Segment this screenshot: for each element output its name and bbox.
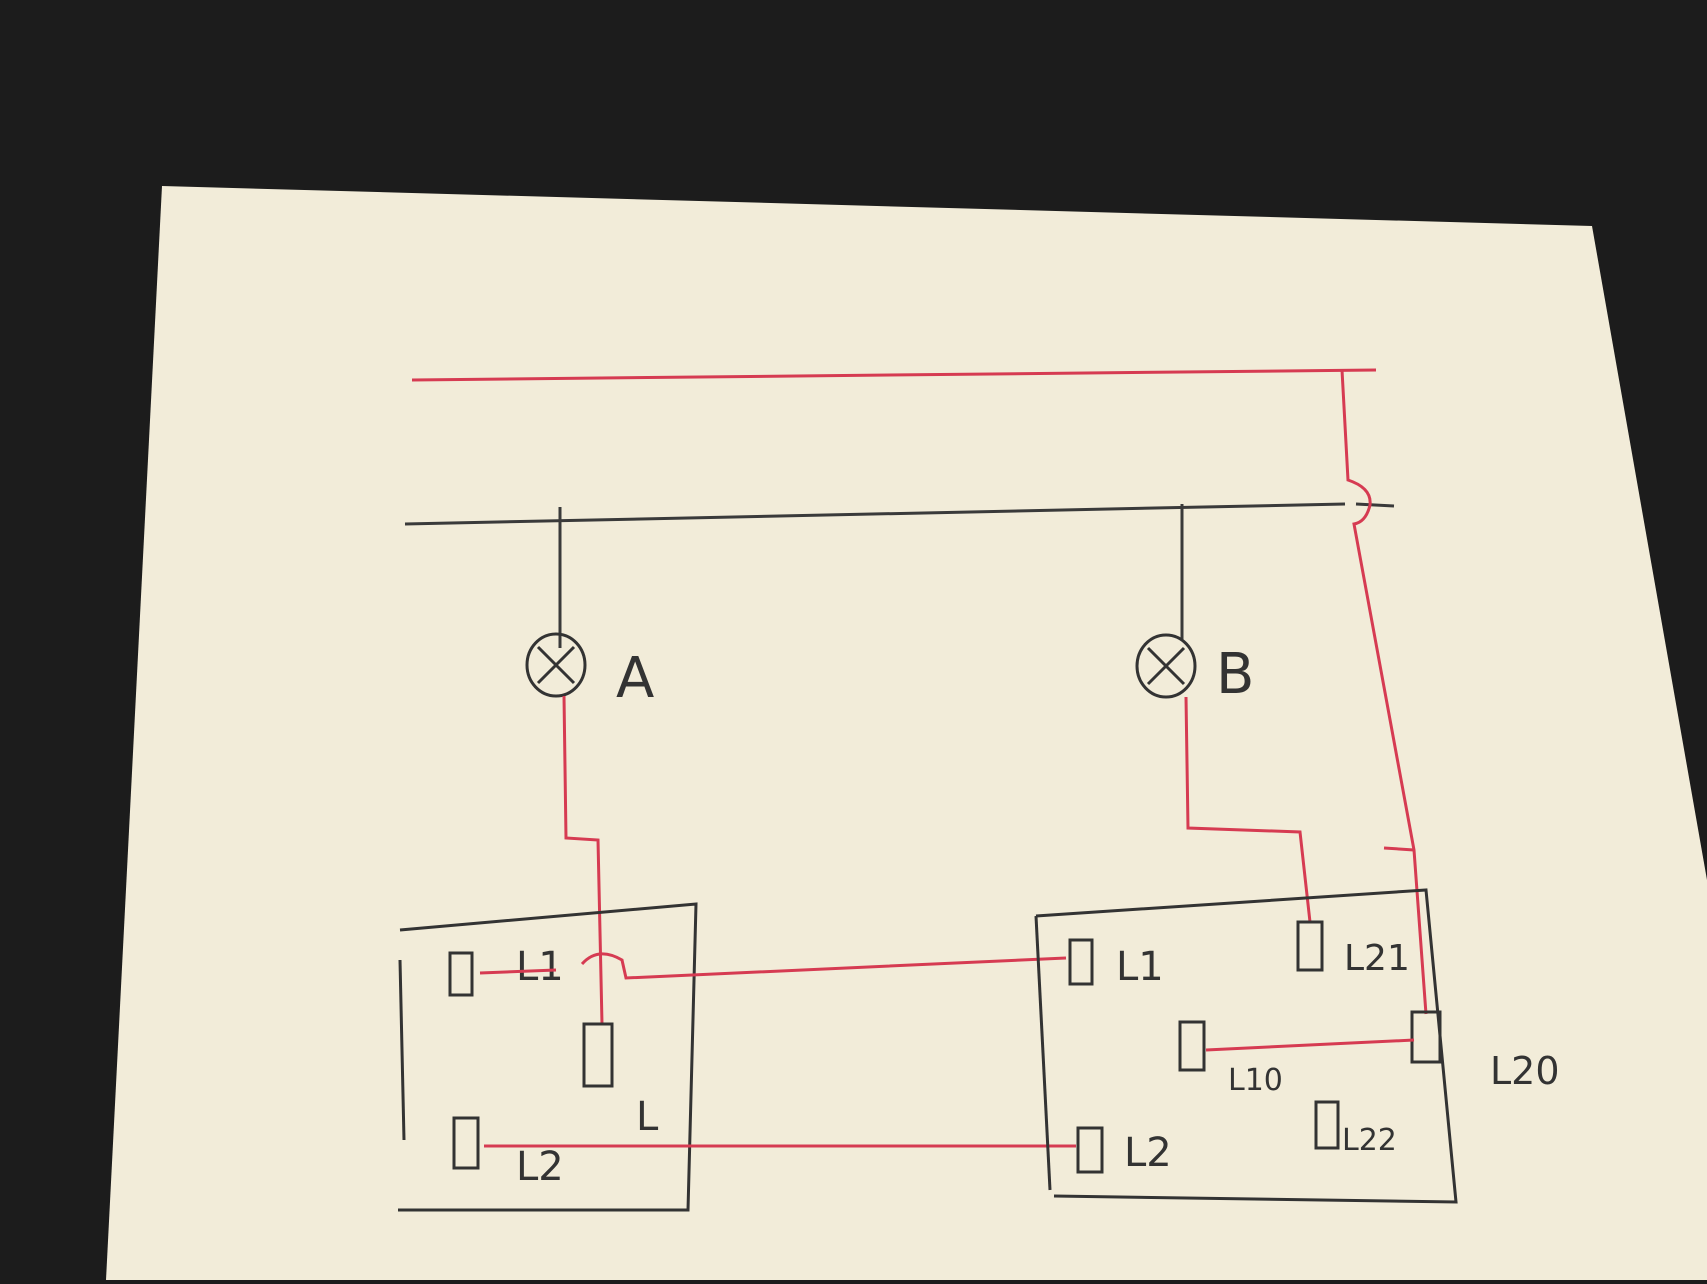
link-l10-l20 [1205, 1038, 1415, 1052]
switched-live-b [1184, 696, 1312, 923]
left-terminal-l1-label: L1 [516, 944, 564, 990]
right-terminal-l20-icon [1410, 1010, 1442, 1064]
right-terminal-l21-icon [1296, 920, 1324, 972]
right-terminal-l1-label: L1 [1116, 944, 1164, 990]
left-terminal-l2-label: L2 [516, 1144, 564, 1190]
right-terminal-l10-icon [1178, 1020, 1206, 1072]
lamp-b-label: B [1216, 642, 1254, 707]
right-terminal-l20-label: L20 [1490, 1049, 1560, 1093]
live-feed-right-jog [1383, 846, 1415, 852]
left-terminal-l-icon [582, 1022, 614, 1088]
lamp-b-icon [1135, 633, 1197, 699]
live-feed-right [1340, 369, 1428, 1015]
paper-sheet [106, 186, 1707, 1280]
left-terminal-l-label: L [636, 1094, 659, 1140]
left-l1-stub [479, 968, 557, 975]
switched-live-a [562, 695, 604, 1025]
left-terminal-l1-icon [448, 951, 474, 997]
right-terminal-l21-label: L21 [1344, 938, 1410, 979]
right-terminal-l2-icon [1076, 1126, 1104, 1174]
right-terminal-l22-label: L22 [1342, 1123, 1397, 1158]
live-bus-line [411, 368, 1377, 382]
lamp-a-label: A [616, 646, 654, 711]
left-terminal-l2-icon [452, 1116, 480, 1170]
neutral-bus-line [404, 502, 1395, 526]
right-terminal-l22-icon [1314, 1100, 1340, 1150]
right-terminal-l1-icon [1068, 938, 1094, 986]
traveller-l1-wire [580, 952, 1067, 980]
right-terminal-l2-label: L2 [1124, 1130, 1172, 1176]
lamp-a-icon [525, 632, 587, 698]
right-terminal-l10-label: L10 [1228, 1063, 1283, 1098]
left-switch-box [398, 902, 698, 1212]
